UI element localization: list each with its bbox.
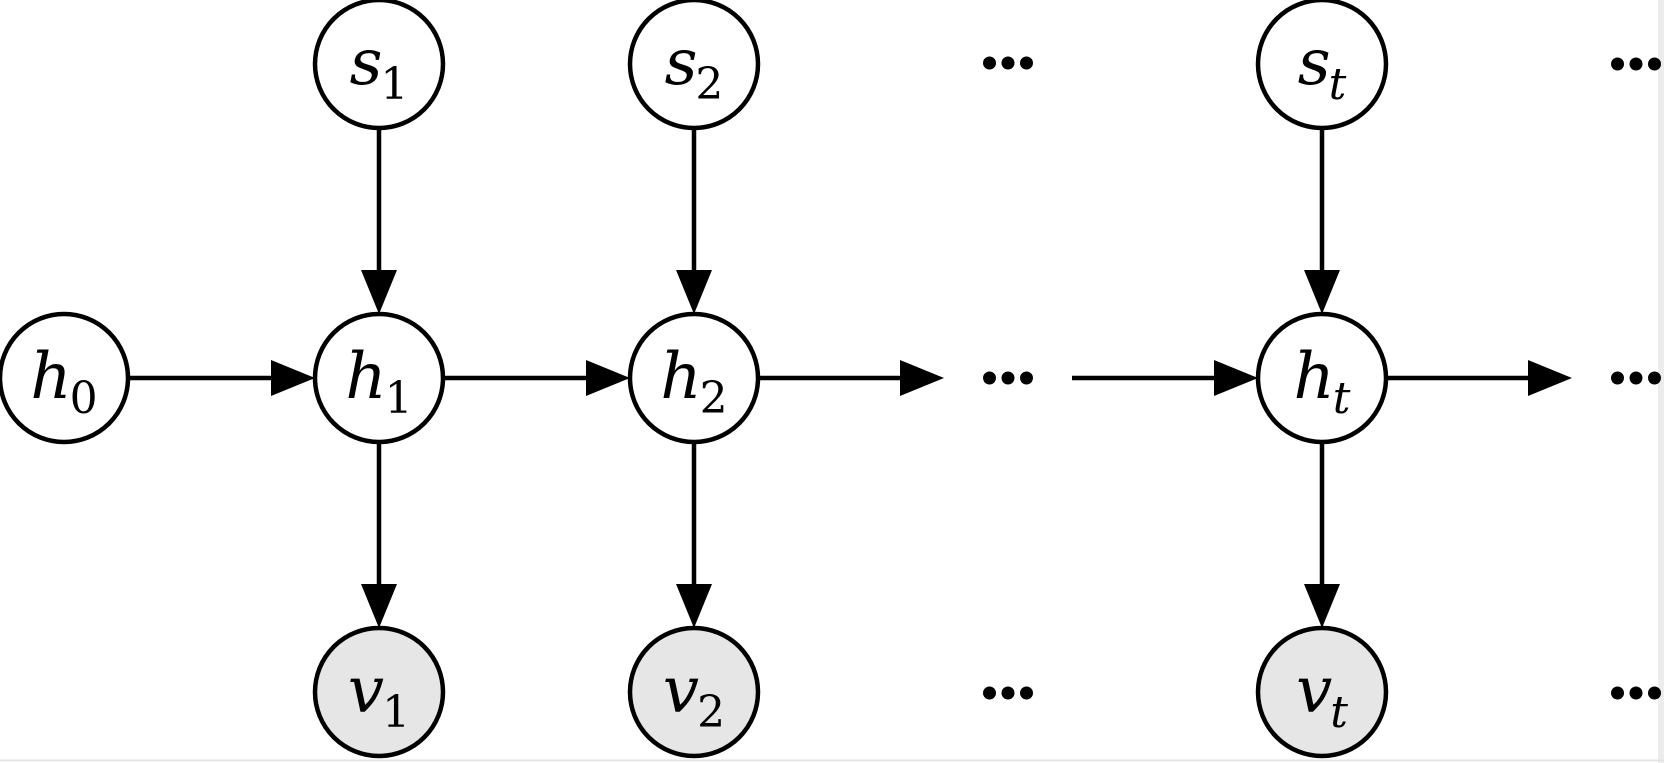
ellipsis-dot bbox=[1611, 686, 1624, 700]
node-label-subscript: 2 bbox=[697, 687, 725, 738]
node-h0: h0 bbox=[0, 311, 131, 445]
arrowhead-icon bbox=[271, 360, 315, 396]
node-h2: h2 bbox=[627, 311, 761, 445]
arrowhead-icon bbox=[361, 270, 397, 314]
node-st-circle bbox=[1255, 0, 1389, 131]
node-vt: vt bbox=[1255, 625, 1389, 759]
ellipsis-dot bbox=[1648, 371, 1661, 385]
edge-ht-h-right bbox=[1386, 360, 1572, 396]
node-ht: ht bbox=[1255, 311, 1389, 445]
node-label-main: h bbox=[1294, 340, 1335, 414]
node-label-subscript: t bbox=[1333, 373, 1351, 424]
ellipsis-dot bbox=[1001, 371, 1015, 385]
node-s1-circle bbox=[312, 0, 446, 131]
ellipsis-dot bbox=[1001, 686, 1015, 700]
ellipsis-h-right bbox=[1611, 371, 1661, 385]
arrowhead-icon bbox=[676, 584, 712, 628]
page-edge-shade-right bbox=[1658, 0, 1664, 763]
edge-h-mid-ht bbox=[1072, 360, 1258, 396]
ellipsis-dot bbox=[1020, 56, 1033, 70]
node-h2-label: h2 bbox=[660, 340, 727, 424]
node-h1-label: h1 bbox=[345, 340, 412, 424]
ellipsis-dot bbox=[1648, 686, 1661, 700]
node-h0-label: h0 bbox=[30, 340, 97, 424]
ellipsis-dot bbox=[1629, 371, 1643, 385]
edge-h2-h-mid bbox=[758, 360, 944, 396]
node-v2: v2 bbox=[627, 625, 761, 759]
node-s2-label: s2 bbox=[665, 26, 724, 110]
arrowhead-icon bbox=[1304, 584, 1340, 628]
ellipsis-top-mid bbox=[983, 56, 1033, 70]
node-vt-label: vt bbox=[1296, 654, 1348, 738]
node-label-subscript: 0 bbox=[70, 373, 98, 424]
node-label-main: v bbox=[1296, 654, 1332, 728]
ellipsis-dot bbox=[1629, 686, 1643, 700]
ellipsis-v-mid bbox=[983, 686, 1033, 700]
node-ht-circle bbox=[1255, 311, 1389, 445]
edge-s1-h1 bbox=[361, 128, 397, 314]
node-s1: s1 bbox=[312, 0, 446, 131]
node-h1: h1 bbox=[312, 311, 446, 445]
ellipsis-dot bbox=[1020, 371, 1033, 385]
ellipsis-dot bbox=[1611, 371, 1624, 385]
arrowhead-icon bbox=[1304, 270, 1340, 314]
node-h2-circle bbox=[627, 311, 761, 445]
ellipsis-v-right bbox=[1611, 686, 1661, 700]
node-label-subscript: 1 bbox=[380, 59, 408, 110]
node-label-subscript: 2 bbox=[695, 59, 723, 110]
node-st: st bbox=[1255, 0, 1389, 131]
node-label-subscript: 1 bbox=[385, 373, 413, 424]
ellipsis-dot bbox=[1648, 57, 1661, 71]
node-s2: s2 bbox=[627, 0, 761, 131]
node-label-subscript: t bbox=[1330, 687, 1348, 738]
node-label-main: h bbox=[345, 340, 386, 414]
edge-st-ht bbox=[1304, 128, 1340, 314]
node-h1-circle bbox=[312, 311, 446, 445]
node-v2-label: v2 bbox=[663, 654, 725, 738]
node-h0-circle bbox=[0, 311, 131, 445]
arrowhead-icon bbox=[900, 360, 944, 396]
edge-s2-h2 bbox=[676, 128, 712, 314]
edge-h2-v2 bbox=[676, 442, 712, 628]
ellipsis-dot bbox=[983, 56, 996, 70]
node-label-subscript: 1 bbox=[382, 687, 410, 738]
ellipsis-dot bbox=[983, 371, 996, 385]
node-ht-label: ht bbox=[1294, 340, 1351, 424]
node-v2-circle bbox=[627, 625, 761, 759]
node-label-main: v bbox=[348, 654, 384, 728]
ellipsis-top-right bbox=[1611, 57, 1661, 71]
node-label-main: s bbox=[1298, 26, 1331, 100]
node-v1: v1 bbox=[312, 625, 446, 759]
ellipsis-h-mid bbox=[983, 371, 1033, 385]
ellipsis-dot bbox=[1611, 57, 1624, 71]
node-v1-label: v1 bbox=[348, 654, 410, 738]
node-label-main: s bbox=[350, 26, 383, 100]
edge-h1-v1 bbox=[361, 442, 397, 628]
ellipsis-dot bbox=[1001, 56, 1015, 70]
node-label-main: h bbox=[30, 340, 71, 414]
arrowhead-icon bbox=[586, 360, 630, 396]
ellipsis-dot bbox=[1020, 686, 1033, 700]
node-s2-circle bbox=[627, 0, 761, 131]
arrowhead-icon bbox=[1528, 360, 1572, 396]
node-s1-label: s1 bbox=[350, 26, 409, 110]
node-vt-circle bbox=[1255, 625, 1389, 759]
node-label-main: s bbox=[665, 26, 698, 100]
ellipsis-dot bbox=[1629, 57, 1643, 71]
ellipsis-dot bbox=[983, 686, 996, 700]
node-v1-circle bbox=[312, 625, 446, 759]
node-label-subscript: 2 bbox=[700, 373, 728, 424]
arrowhead-icon bbox=[676, 270, 712, 314]
edge-h0-h1 bbox=[128, 360, 315, 396]
arrowhead-icon bbox=[361, 584, 397, 628]
node-label-subscript: t bbox=[1329, 59, 1347, 110]
page-edge-line-bottom bbox=[0, 759, 1664, 762]
node-label-main: v bbox=[663, 654, 699, 728]
node-label-main: h bbox=[660, 340, 701, 414]
edge-ht-vt bbox=[1304, 442, 1340, 628]
arrowhead-icon bbox=[1214, 360, 1258, 396]
edge-h1-h2 bbox=[443, 360, 630, 396]
node-st-label: st bbox=[1298, 26, 1347, 110]
